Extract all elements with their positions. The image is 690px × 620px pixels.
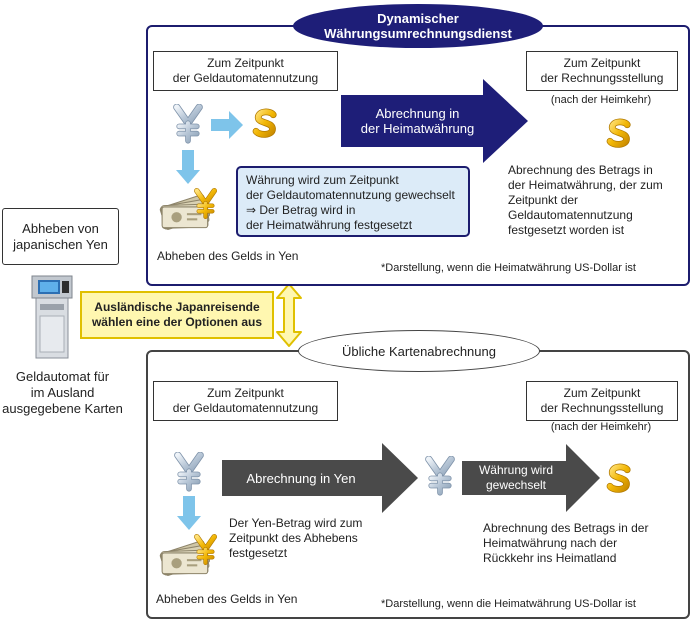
usual-exchange-arrow: [462, 444, 600, 512]
usual-billing-desc: Abrechnung des Betrags in der Heimatwähr…: [483, 521, 649, 565]
dynamic-after-return: (nach der Heimkehr): [550, 94, 652, 106]
yen-icon: [172, 104, 204, 144]
dollar-icon: [250, 100, 280, 146]
dynamic-billing-time-box: Zum Zeitpunkt der Rechnungsstellung: [526, 51, 678, 91]
usual-yen-fixed-desc: Der Yen-Betrag wird zum Zeitpunkt des Ab…: [229, 516, 363, 560]
dynamic-atm-time-box: Zum Zeitpunkt der Geldautomatennutzung: [153, 51, 338, 91]
dynamic-atm-time-label: Zum Zeitpunkt der Geldautomatennutzung: [172, 56, 319, 85]
dollar-icon: [604, 110, 634, 156]
banknotes-icon: [158, 186, 220, 232]
dynamic-withdraw-caption: Abheben des Gelds in Yen: [157, 249, 299, 263]
dynamic-billing-time-label: Zum Zeitpunkt der Rechnungsstellung: [540, 56, 664, 85]
dynamic-exchange-note: Währung wird zum Zeitpunkt der Geldautom…: [236, 166, 470, 237]
options-label: Ausländische Japanreisende wählen eine d…: [91, 300, 263, 329]
dynamic-footnote: *Darstellung, wenn die Heimatwährung US-…: [381, 262, 636, 274]
usual-billing-time-box: Zum Zeitpunkt der Rechnungsstellung: [526, 381, 678, 421]
atm-icon: [31, 275, 73, 359]
withdraw-yen-label: Abheben von japanischen Yen: [13, 220, 108, 252]
usual-title: Übliche Kartenabrechnung: [342, 343, 496, 359]
yen-icon: [424, 456, 456, 496]
usual-withdraw-caption: Abheben des Gelds in Yen: [156, 592, 298, 606]
usual-arrow2-label: Währung wird gewechselt: [478, 463, 554, 492]
dynamic-billing-desc: Abrechnung des Betrags in der Heimatwähr…: [508, 163, 663, 237]
usual-arrow1-label: Abrechnung in Yen: [246, 470, 356, 486]
usual-title-ellipse: Übliche Kartenabrechnung: [298, 330, 540, 372]
usual-yen-billing-arrow: [222, 443, 418, 513]
usual-billing-time-label: Zum Zeitpunkt der Rechnungsstellung: [540, 386, 664, 415]
dynamic-arrow-label: Abrechnung in der Heimatwährung: [360, 106, 475, 136]
options-label-box: Ausländische Japanreisende wählen eine d…: [80, 291, 274, 339]
dynamic-title: Dynamischer Währungsumrechnungsdienst: [324, 11, 512, 41]
arrow-down-icon: [176, 150, 200, 184]
yen-icon: [173, 452, 205, 492]
dynamic-home-currency-arrow: [341, 79, 528, 163]
arrow-right-icon: [211, 111, 243, 139]
usual-atm-time-box: Zum Zeitpunkt der Geldautomatennutzung: [153, 381, 338, 421]
double-arrow-vertical-icon: [276, 283, 302, 347]
dynamic-title-ellipse: Dynamischer Währungsumrechnungsdienst: [293, 4, 543, 48]
arrow-down-icon: [177, 496, 201, 530]
atm-caption: Geldautomat für im Ausland ausgegebene K…: [2, 369, 123, 416]
usual-atm-time-label: Zum Zeitpunkt der Geldautomatennutzung: [172, 386, 319, 415]
withdraw-yen-label-box: Abheben von japanischen Yen: [2, 208, 119, 265]
dynamic-exchange-note-text: Währung wird zum Zeitpunkt der Geldautom…: [246, 173, 455, 232]
usual-footnote: *Darstellung, wenn die Heimatwährung US-…: [381, 598, 636, 610]
banknotes-icon: [158, 532, 220, 578]
usual-after-return: (nach der Heimkehr): [550, 421, 652, 433]
dollar-icon: [604, 455, 634, 501]
